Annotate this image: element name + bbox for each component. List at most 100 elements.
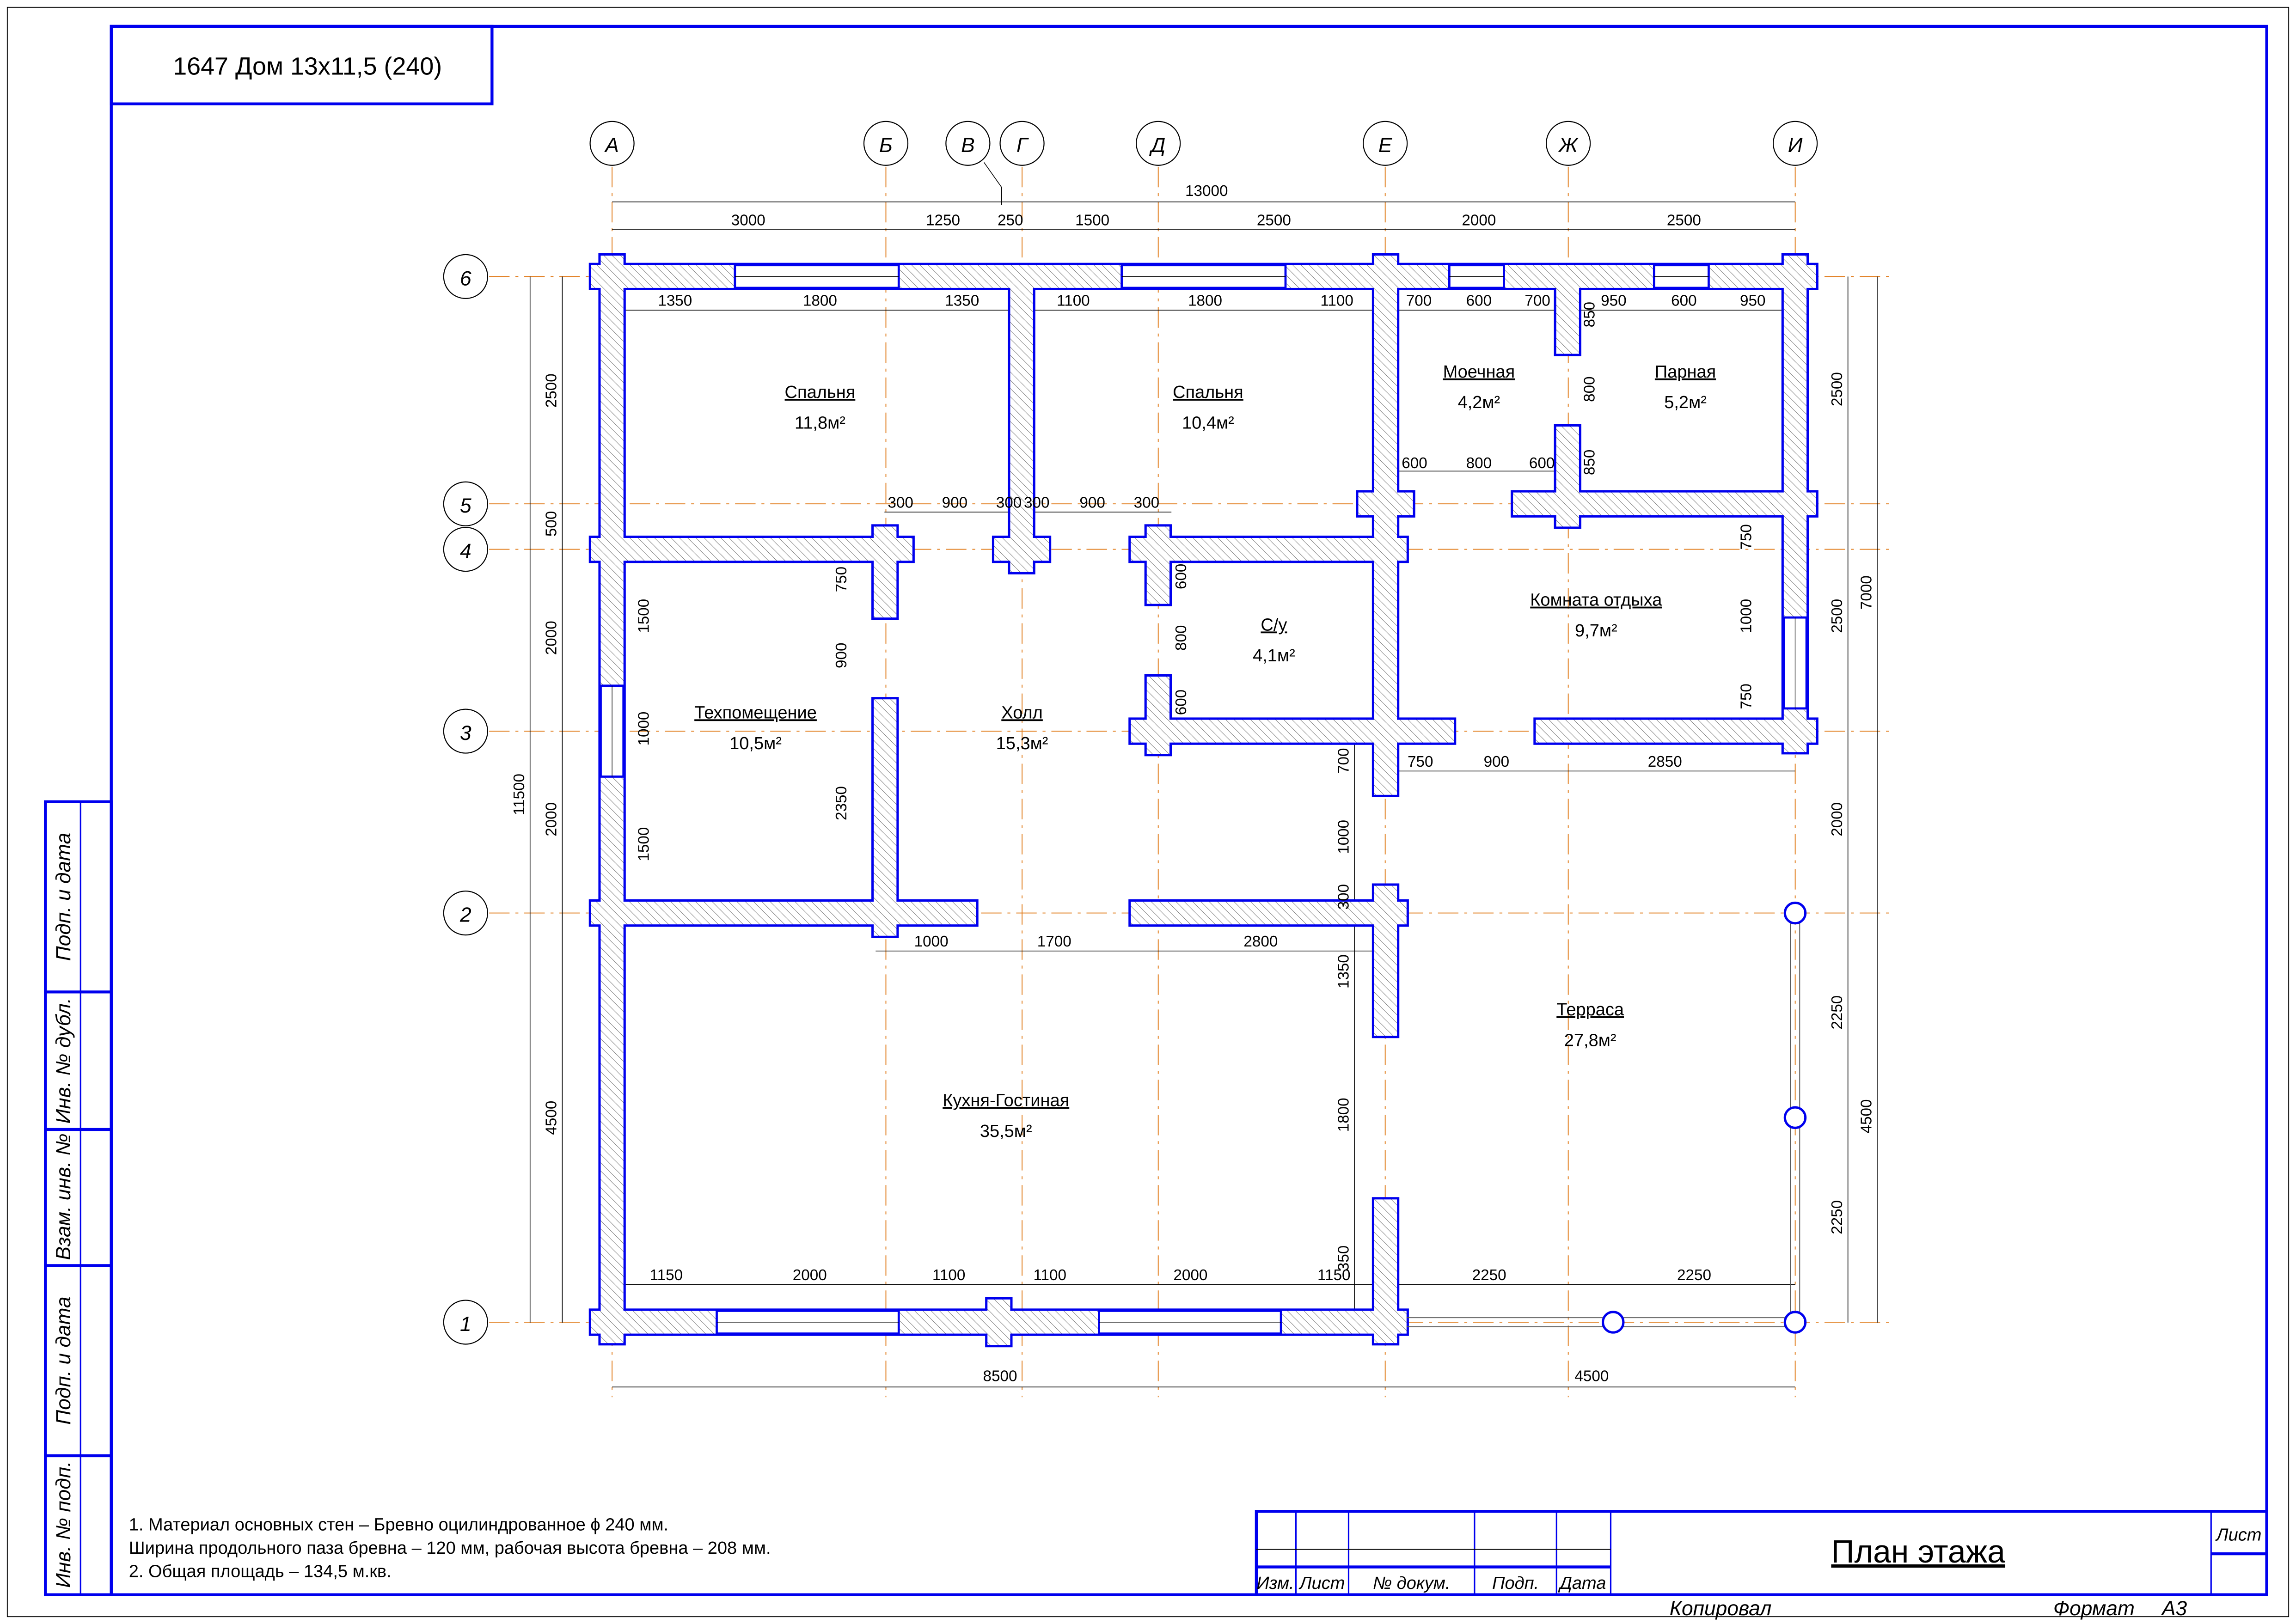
column-izm: Изм. (1257, 1574, 1294, 1593)
code-title-box: 1647 Дом 13х11,5 (240) (110, 24, 494, 105)
dimension-label: 1000 (1335, 820, 1352, 854)
dimension-label: 900 (942, 495, 968, 512)
dimension-label: 750 (1738, 524, 1755, 549)
axis-label-4: Д (1149, 134, 1165, 157)
axis-label-row: 4 (460, 540, 471, 563)
dimension-label: 2000 (1829, 802, 1846, 836)
dimension-label: 2500 (1257, 212, 1291, 229)
wall (1131, 902, 1407, 925)
wall (600, 256, 624, 1343)
dimension-label: 2500 (1829, 372, 1846, 406)
grid-axes (489, 166, 1889, 1398)
wall (591, 902, 976, 925)
drawing-frame (110, 24, 2268, 1596)
dimension-label: 800 (1466, 455, 1492, 472)
dimension-label: 11500 (511, 774, 528, 815)
dimension-label: 750 (833, 567, 850, 592)
notes: 1. Материал основных стен – Бревно оцили… (129, 1515, 771, 1581)
stamp-label: Взам. инв. № (52, 1134, 75, 1260)
dimension-label: 500 (543, 511, 560, 537)
room-area: 10,4м² (1182, 414, 1234, 433)
axis-label-row: 6 (460, 267, 471, 290)
dimension-label: 2250 (1829, 995, 1846, 1030)
dimension-label: 700 (1406, 293, 1432, 310)
dimension-label: 600 (1402, 455, 1427, 472)
dimension-label: 1150 (1317, 1267, 1351, 1284)
dimension-label: 7000 (1858, 575, 1875, 610)
dimension-label: 1100 (1320, 293, 1353, 310)
room-area: 11,8м² (795, 414, 845, 433)
dimension-label: 900 (833, 643, 850, 668)
stamp-label: Подп. и дата (52, 1296, 75, 1424)
dimension-label: 4500 (1574, 1368, 1609, 1385)
format-label: Формат (2053, 1597, 2135, 1620)
wall (1556, 276, 1579, 354)
axis-bubble (1773, 121, 1818, 166)
wall (1131, 537, 1407, 561)
room-area: 9,7м² (1575, 621, 1617, 641)
dimension-label: 1800 (803, 293, 837, 310)
room-name: Парная (1655, 362, 1716, 382)
wall (874, 699, 897, 936)
dimension-label: 1500 (635, 599, 652, 633)
dimension-lines (529, 201, 1878, 1387)
terrace-column (1783, 1311, 1807, 1334)
note-line: Ширина продольного паза бревна – 120 мм,… (129, 1539, 771, 1558)
dimension-label: 600 (1529, 455, 1555, 472)
code-title: 1647 Дом 13х11,5 (240) (173, 52, 442, 80)
dimension-label: 250 (998, 212, 1023, 229)
dimension-label: 8500 (983, 1368, 1017, 1385)
room-name: Техпомещение (694, 703, 817, 722)
dimension-label: 1000 (635, 712, 652, 746)
dimension-label: 2500 (1829, 599, 1846, 633)
windows (600, 264, 1808, 1335)
dimension-label: 2000 (1462, 212, 1496, 229)
dimension-label: 750 (1738, 684, 1755, 709)
dimension-label: 1500 (635, 827, 652, 861)
dimension-label: 2500 (543, 373, 560, 408)
dimension-label: 600 (1466, 293, 1492, 310)
terrace-railing (1406, 901, 1807, 1334)
room-labels: Спальня11,8м²Спальня10,4м²Моечная4,2м²Па… (694, 362, 1716, 1141)
axis-label-3: Г (1016, 134, 1029, 157)
dimension-label: 1100 (1033, 1267, 1066, 1284)
dimension-label: 300 (996, 495, 1022, 512)
sheet-border (6, 6, 2290, 1618)
dimension-label: 2800 (1243, 933, 1278, 950)
terrace-column (1783, 901, 1807, 925)
dimension-label: 1250 (926, 212, 960, 229)
wall (1374, 256, 1397, 795)
dimension-label: 2250 (1829, 1200, 1846, 1234)
axis-label-row: 1 (460, 1313, 471, 1336)
dimension-label: 2000 (793, 1267, 827, 1284)
dimension-label: 1800 (1335, 1098, 1352, 1132)
dimension-label: 950 (1601, 293, 1627, 310)
dimension-label: 1700 (1037, 933, 1071, 950)
dimension-label: 1500 (1075, 212, 1109, 229)
column-list: Лист (1298, 1574, 1345, 1593)
dimension-label: 800 (1581, 376, 1598, 402)
note-line: 1. Материал основных стен – Бревно оцили… (129, 1515, 668, 1534)
dimension-label: 3000 (731, 212, 765, 229)
title-block: Изм. Лист № докум. Подп. Дата План этажа… (1255, 1510, 2268, 1620)
room-name: Кухня-Гостиная (943, 1091, 1069, 1110)
axis-bubble (945, 121, 991, 166)
axis-bubble (1363, 121, 1408, 166)
dimension-label: 1000 (1738, 599, 1755, 633)
dimension-label: 2250 (1472, 1267, 1506, 1284)
dimension-label: 2000 (543, 802, 560, 836)
dimension-label: 900 (1484, 753, 1510, 770)
copied-label: Копировал (1670, 1597, 1772, 1620)
dimension-label: 4500 (543, 1101, 560, 1135)
axis-label-row: 2 (459, 904, 471, 927)
axis-bubble (589, 121, 635, 166)
dimension-label: 1350 (658, 293, 692, 310)
wall (1374, 885, 1397, 1036)
wall (1010, 276, 1033, 572)
side-stamp: Подп. и дата Инв. № дубл. Взам. инв. № П… (44, 800, 113, 1596)
dimension-label: 2000 (543, 621, 560, 655)
stamp-label: Подп. и дата (52, 833, 75, 961)
